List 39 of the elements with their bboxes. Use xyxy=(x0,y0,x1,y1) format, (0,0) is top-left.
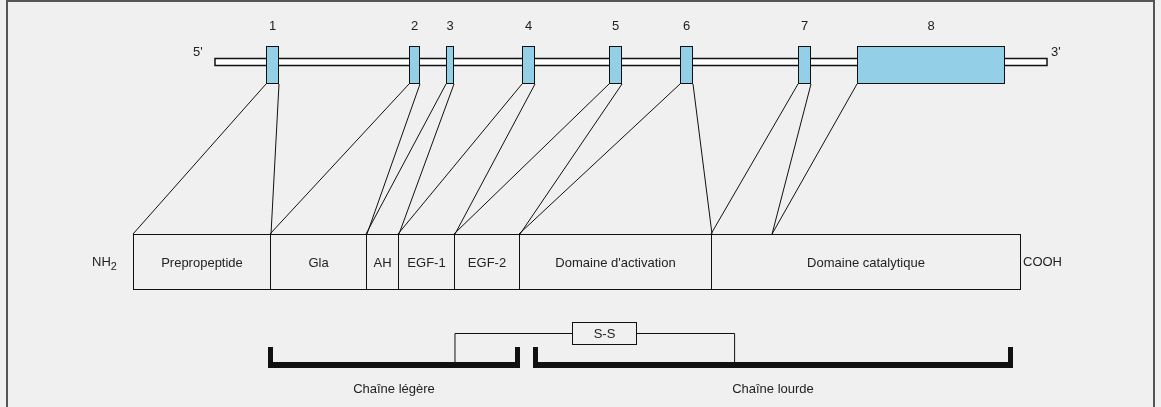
domain-box: EGF-2 xyxy=(454,234,520,290)
domain-box: AH xyxy=(366,234,399,290)
connector-line xyxy=(710,83,799,235)
connector-line xyxy=(519,83,623,235)
connector-line xyxy=(518,83,681,235)
domain-box: Domaine d'activation xyxy=(519,234,712,290)
connector-line xyxy=(771,83,812,235)
connector-line xyxy=(692,83,713,235)
connector-line xyxy=(771,83,858,235)
connector-line xyxy=(397,83,523,235)
connector-line xyxy=(365,83,447,235)
connector-line xyxy=(453,83,610,235)
exon-number: 5 xyxy=(611,18,620,34)
exon-number: 2 xyxy=(410,18,419,34)
strand-end-label: 5' xyxy=(193,44,203,60)
connector-line xyxy=(454,83,536,235)
connector-line xyxy=(398,83,455,235)
connector-line xyxy=(132,83,267,235)
exon-number: 4 xyxy=(524,18,533,34)
exon-number: 1 xyxy=(268,18,277,34)
chain-label: Chaîne lourde xyxy=(732,381,814,396)
connector-line xyxy=(636,333,736,363)
disulfide-box: S-S xyxy=(572,322,637,345)
connector-line xyxy=(454,333,573,363)
connector-line xyxy=(270,83,280,235)
exon-number: 3 xyxy=(446,18,454,34)
chain-label: Chaîne légère xyxy=(353,381,435,396)
terminus-label: COOH xyxy=(1023,254,1062,270)
domain-box: Gla xyxy=(270,234,367,290)
exon-number: 7 xyxy=(800,18,809,34)
connector-line xyxy=(269,83,410,235)
connector-line xyxy=(366,83,421,235)
terminus-label: NH$_{2}$ xyxy=(92,254,117,274)
exon-number: 6 xyxy=(682,18,691,34)
strand-end-label: 3' xyxy=(1051,44,1061,60)
domain-box: Domaine catalytique xyxy=(711,234,1021,290)
domain-box: EGF-1 xyxy=(398,234,455,290)
domain-box: Prepropeptide xyxy=(133,234,271,290)
exon-number: 8 xyxy=(927,18,935,34)
